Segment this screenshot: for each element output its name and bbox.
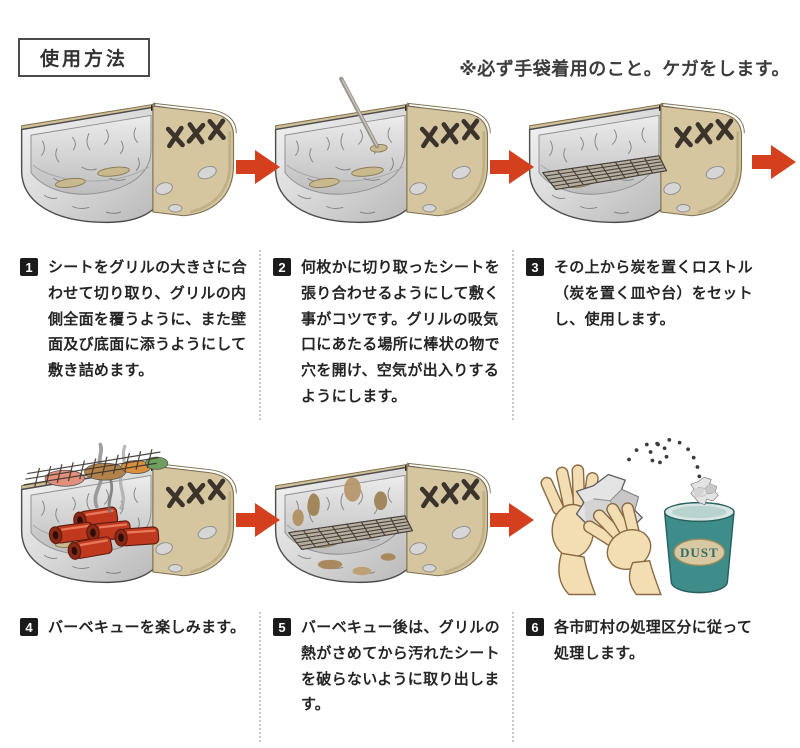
- step-5-text: バーベキュー後は、グリルの熱がさめてから汚れたシートを破らないように取り出します…: [301, 619, 500, 714]
- step-number-badge: 3: [526, 258, 544, 276]
- grill-icon: [22, 103, 237, 222]
- step-2-text: 何枚かに切り取ったシートを張り合わせるようにして敷く事がコツです。グリルの吸気口…: [301, 259, 500, 405]
- illustration-step-1-grill-foil-lined: [16, 92, 241, 242]
- next-step-arrow-icon: [236, 147, 282, 187]
- illustration-step-6-disposal: DUST: [524, 437, 749, 602]
- step-3: 3 その上から炭を置くロストル（炭を置く皿や台）をセットし、使用します。: [526, 255, 758, 332]
- next-row-arrow-icon: [752, 142, 798, 182]
- rod-icon: [339, 76, 388, 153]
- front-hand-icon: [583, 502, 662, 596]
- dotted-trajectory-icon: [627, 437, 702, 479]
- step-4-text: バーベキューを楽しみます。: [48, 619, 246, 636]
- illustration-step-2-poking-air-holes: [270, 76, 495, 242]
- stain-marks: [292, 477, 396, 576]
- step-1: 1 シートをグリルの大きさに合わせて切り取り、グリルの内側全面を覆うように、また…: [20, 255, 252, 384]
- page-title: 使用方法: [18, 38, 151, 77]
- step-number-badge: 5: [273, 618, 291, 636]
- next-step-arrow-icon: [490, 147, 536, 187]
- illustration-step-4-barbecue-in-progress: [16, 442, 241, 602]
- step-5: 5 バーベキュー後は、グリルの熱がさめてから汚れたシートを破らないように取り出し…: [273, 615, 505, 718]
- step-number-badge: 2: [273, 258, 291, 276]
- column-divider: [259, 250, 261, 420]
- next-step-arrow-icon: [490, 500, 536, 540]
- step-1-text: シートをグリルの大きさに合わせて切り取り、グリルの内側全面を覆うように、また壁面…: [48, 259, 247, 380]
- step-6: 6 各市町村の処理区分に従って処理します。: [526, 615, 758, 667]
- step-number-badge: 4: [20, 618, 38, 636]
- step-2: 2 何枚かに切り取ったシートを張り合わせるようにして敷く事がコツです。グリルの吸…: [273, 255, 505, 410]
- column-divider: [259, 612, 261, 742]
- next-step-arrow-icon: [236, 500, 282, 540]
- step-3-text: その上から炭を置くロストル（炭を置く皿や台）をセットし、使用します。: [554, 259, 753, 328]
- dust-bin-icon: DUST: [663, 501, 735, 594]
- small-crumpled-sheet-icon: [690, 476, 719, 506]
- column-divider: [512, 612, 514, 742]
- column-divider: [512, 250, 514, 420]
- illustration-step-5-soiled-sheet: [270, 452, 495, 602]
- top-grate-icon: [23, 449, 161, 487]
- step-6-text: 各市町村の処理区分に従って処理します。: [554, 619, 753, 662]
- dust-bin-label: DUST: [680, 545, 719, 560]
- illustration-step-3-grate-set: [524, 92, 749, 242]
- step-4: 4 バーベキューを楽しみます。: [20, 615, 252, 641]
- glove-warning-text: ※必ず手袋着用のこと。ケガをします。: [459, 59, 790, 79]
- grill-icon: [276, 103, 491, 222]
- step-number-badge: 1: [20, 258, 38, 276]
- step-number-badge: 6: [526, 618, 544, 636]
